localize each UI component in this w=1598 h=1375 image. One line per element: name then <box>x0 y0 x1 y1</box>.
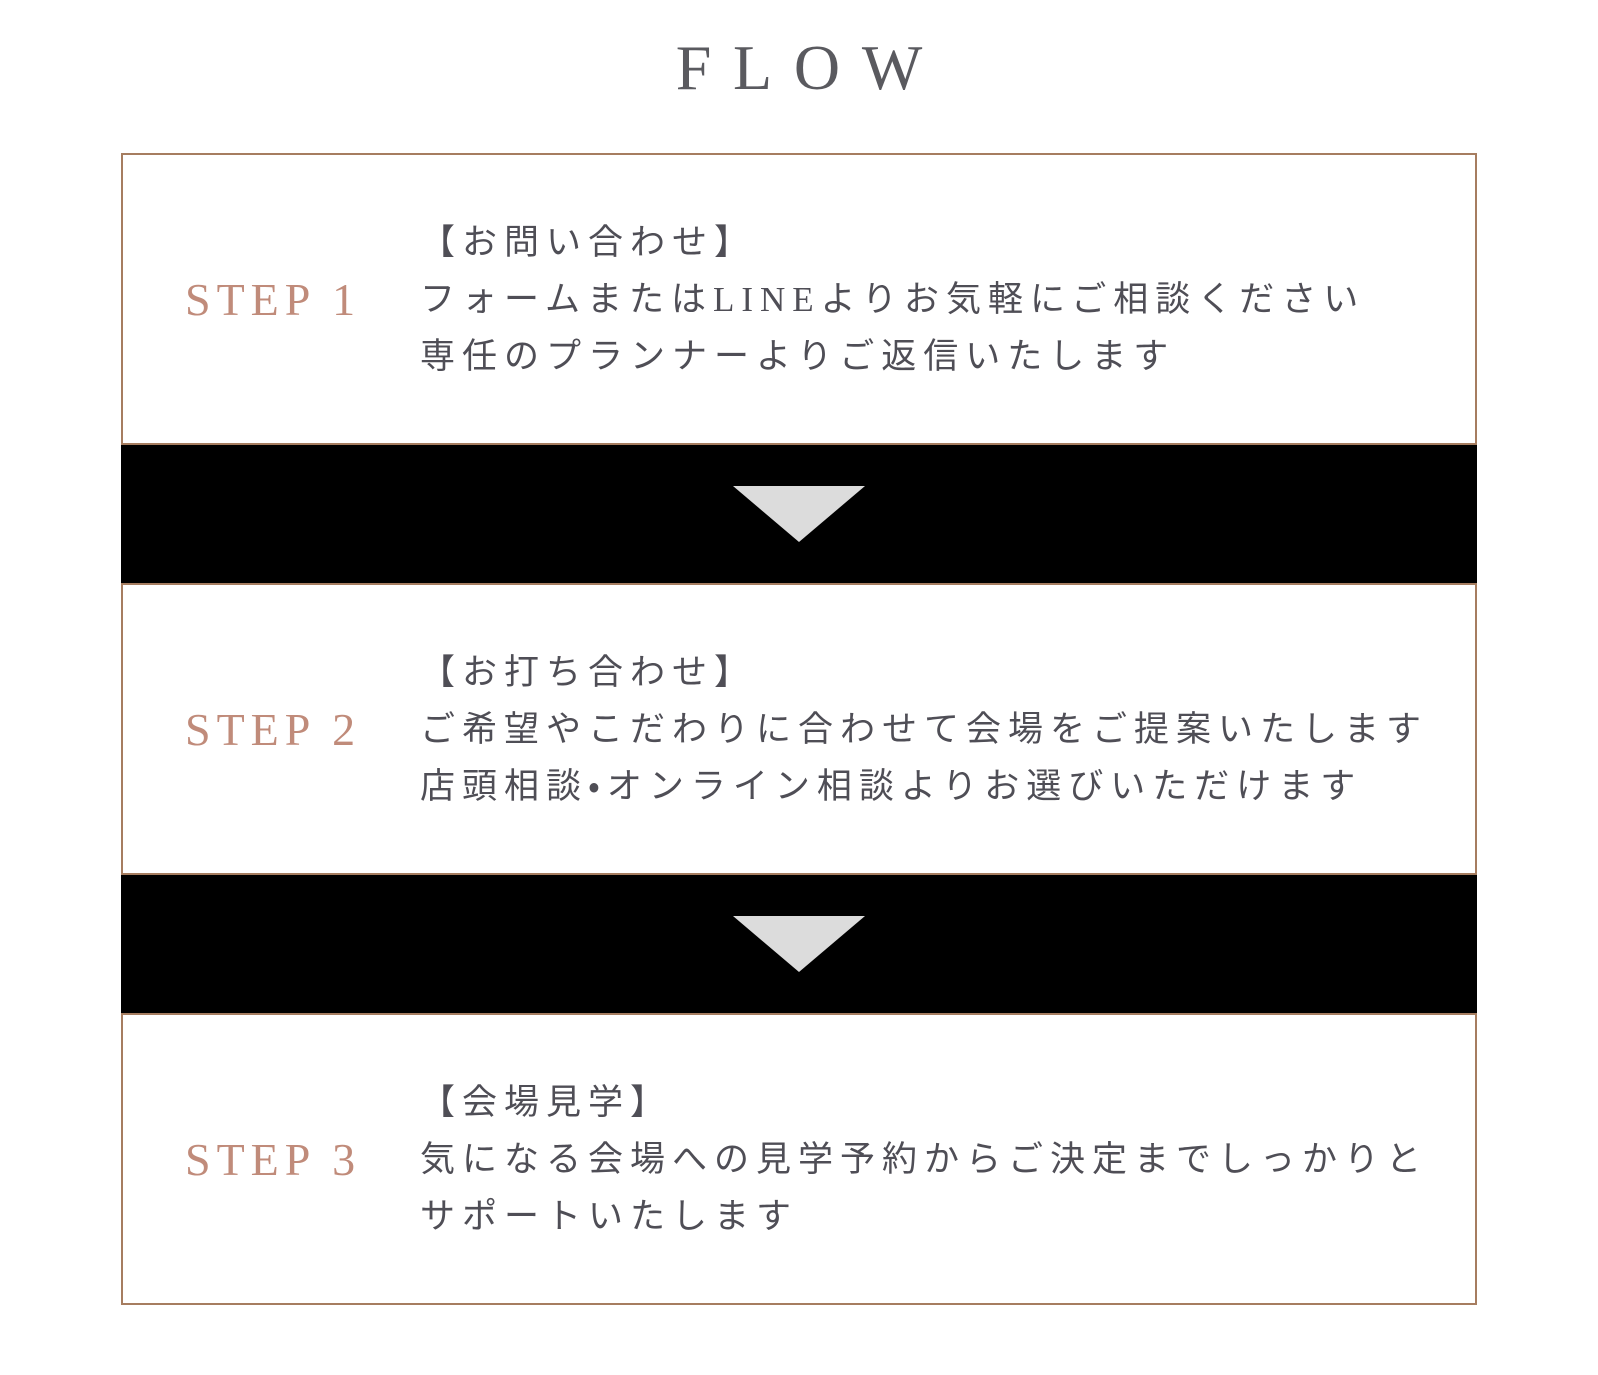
step-2-description: 【お打ち合わせ】 ご希望やこだわりに合わせて会場をご提案いたします 店頭相談・オ… <box>420 644 1475 815</box>
step-2-line: 店頭相談・オンライン相談よりお選びいただけます <box>420 766 1363 806</box>
step-connector-1 <box>121 445 1477 584</box>
step-3-label: STEP 3 <box>185 1133 362 1185</box>
step-3-heading: 【会場見学】 <box>420 1082 673 1122</box>
step-1-heading: 【お問い合わせ】 <box>420 222 757 262</box>
step-3-line: 気になる会場への見学予約からご決定までしっかりと <box>420 1139 1429 1179</box>
down-arrow-icon <box>733 486 865 543</box>
step-connector-2 <box>121 875 1477 1014</box>
step-card-1: STEP 1 【お問い合わせ】 フォームまたはLINEよりお気軽にご相談ください… <box>121 153 1477 446</box>
step-3-description: 【会場見学】 気になる会場への見学予約からご決定までしっかりと サポートいたしま… <box>420 1074 1475 1245</box>
page-title: FLOW <box>675 32 945 103</box>
step-card-2: STEP 2 【お打ち合わせ】 ご希望やこだわりに合わせて会場をご提案いたします… <box>121 583 1477 876</box>
step-1-description: 【お問い合わせ】 フォームまたはLINEよりお気軽にご相談ください 専任のプラン… <box>420 214 1475 385</box>
step-1-line: 専任のプランナーよりご返信いたします <box>420 336 1176 376</box>
step-card-3: STEP 3 【会場見学】 気になる会場への見学予約からご決定までしっかりと サ… <box>121 1013 1477 1306</box>
step-1-label: STEP 1 <box>185 273 362 325</box>
step-2-label: STEP 2 <box>185 703 362 755</box>
step-2-line: ご希望やこだわりに合わせて会場をご提案いたします <box>420 709 1429 749</box>
flow-steps: STEP 1 【お問い合わせ】 フォームまたはLINEよりお気軽にご相談ください… <box>121 153 1477 1306</box>
step-3-line: サポートいたします <box>420 1196 799 1236</box>
step-2-heading: 【お打ち合わせ】 <box>420 652 757 692</box>
down-arrow-icon <box>733 916 865 973</box>
step-1-line: フォームまたはLINEよりお気軽にご相談ください <box>420 279 1366 319</box>
flow-section: FLOW STEP 1 【お問い合わせ】 フォームまたはLINEよりお気軽にご相… <box>121 32 1477 1306</box>
